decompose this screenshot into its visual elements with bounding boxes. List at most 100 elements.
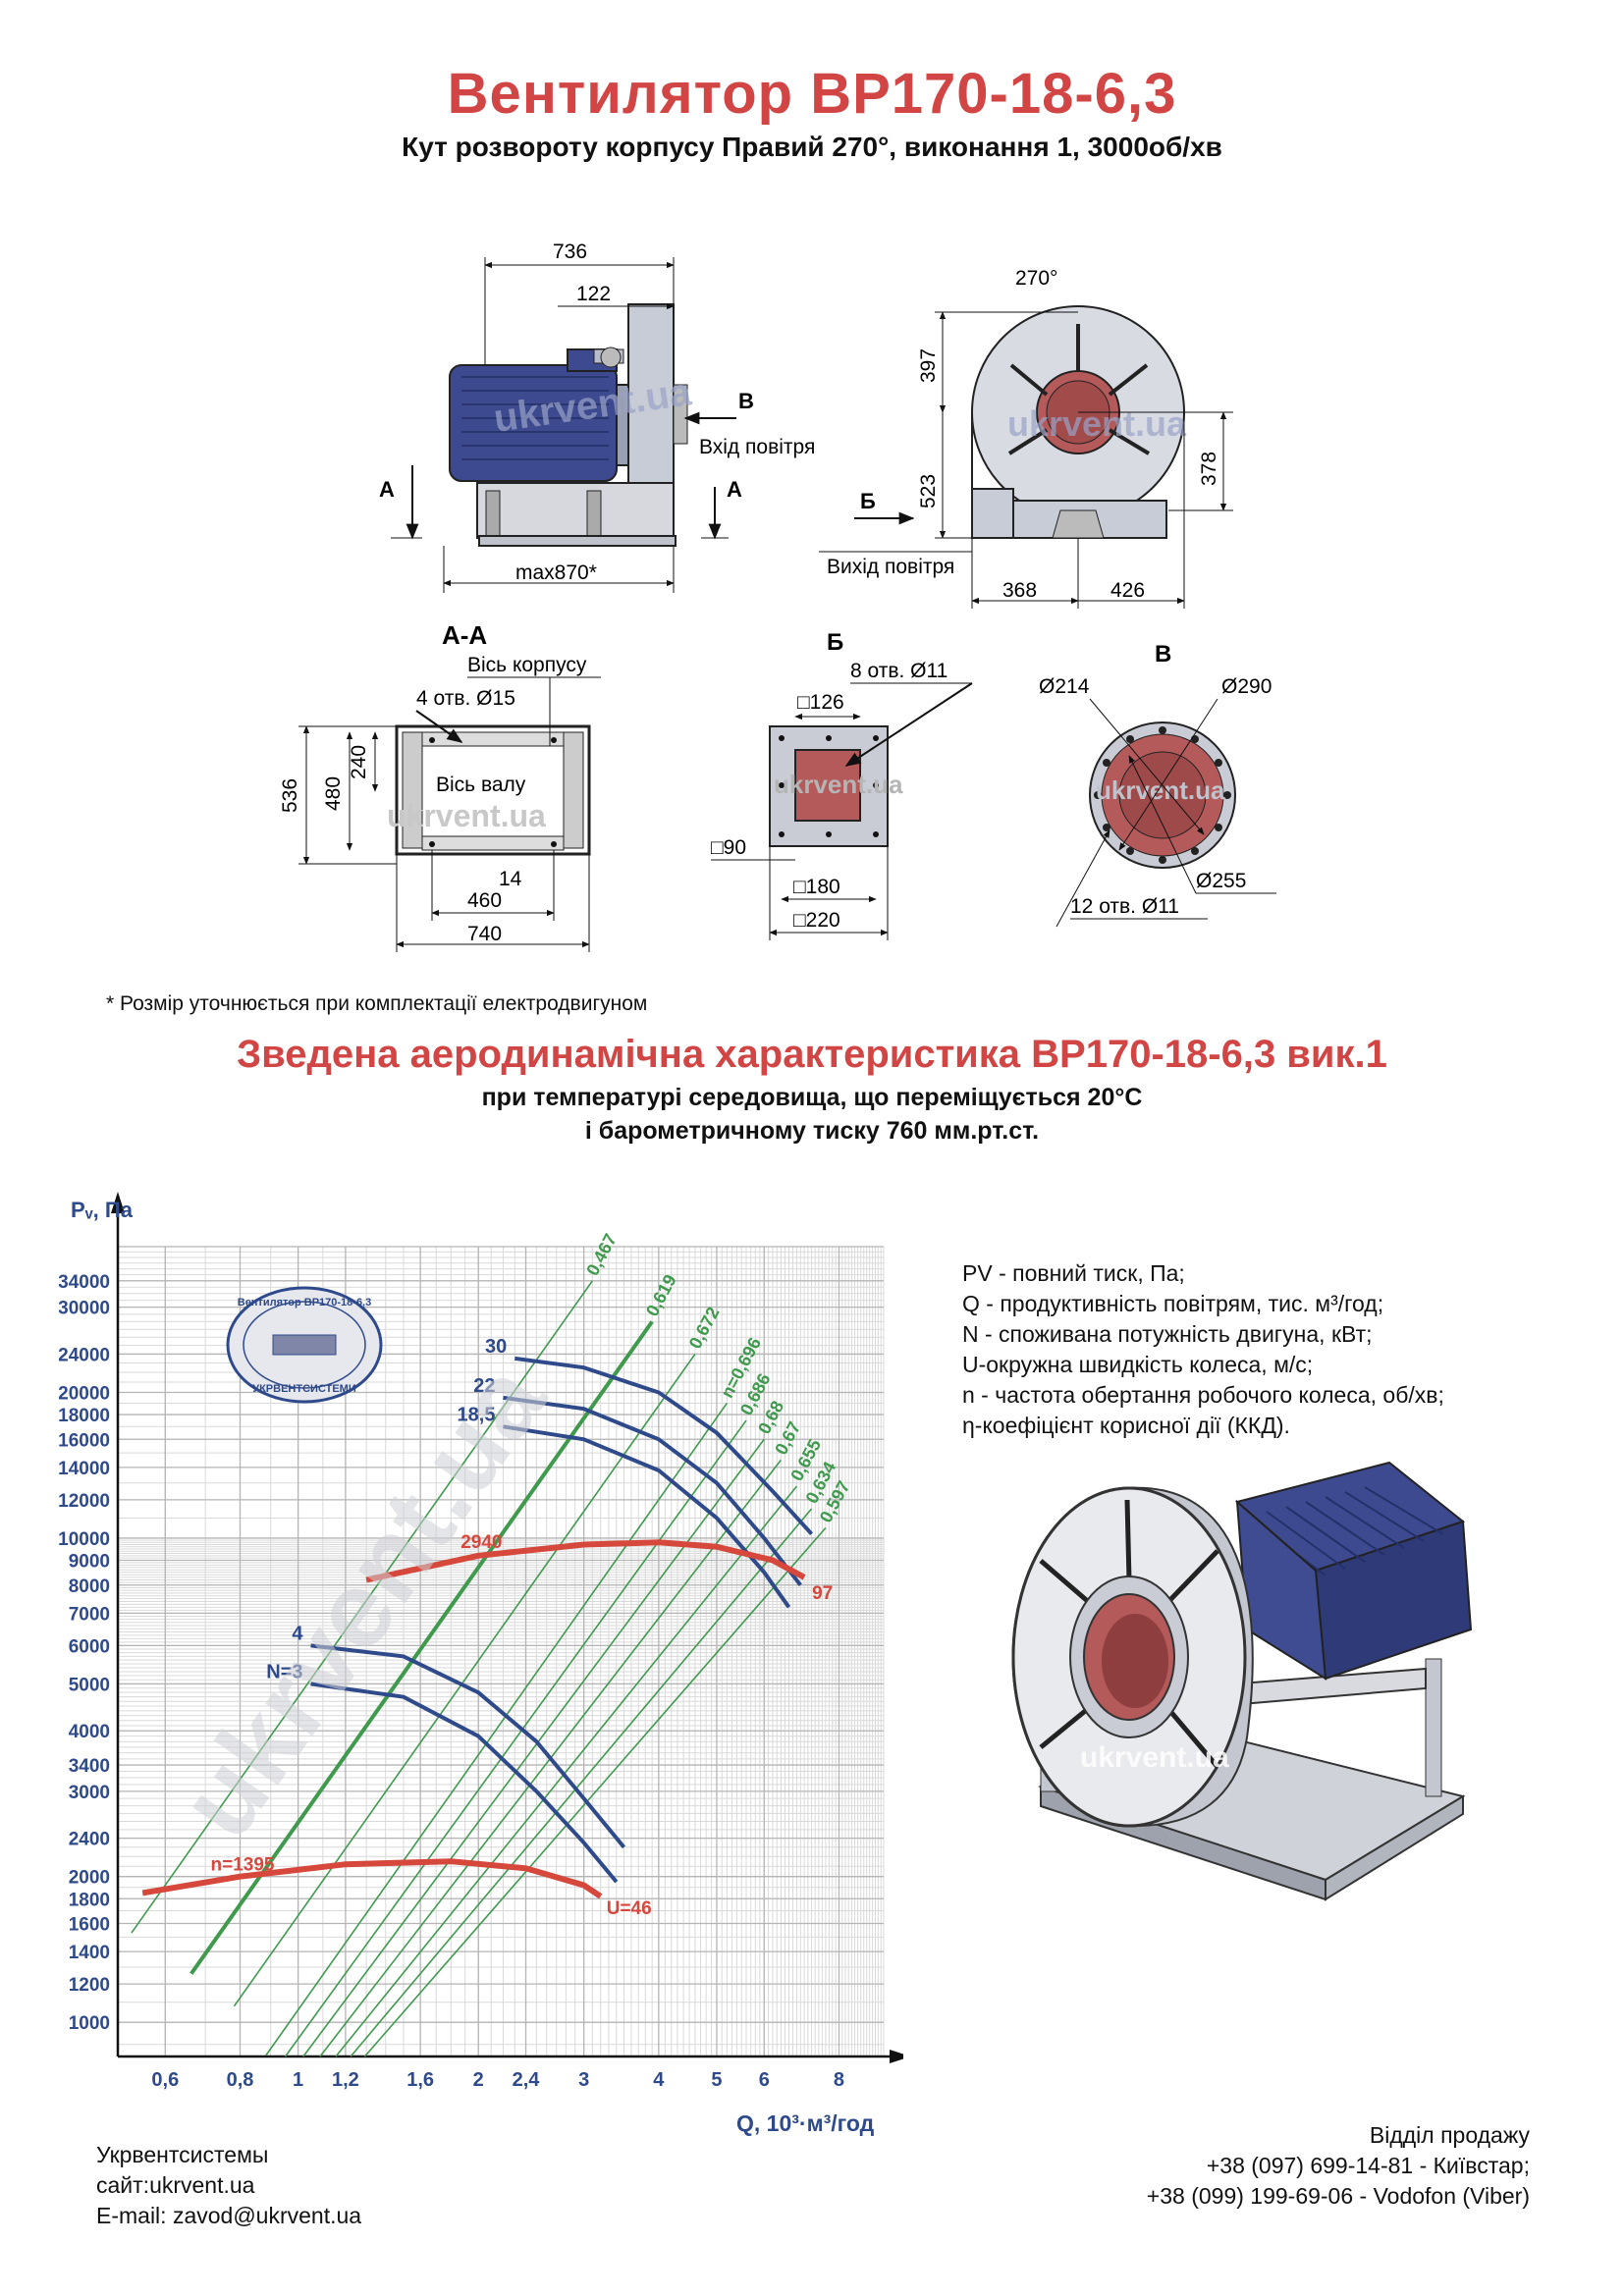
view-b-title: Б (827, 629, 843, 656)
pressure-curve (503, 1395, 802, 1587)
x-tick-label: 5 (711, 2069, 722, 2091)
speed-end-label: U=46 (607, 1898, 652, 1919)
footnote: * Розмір уточнюється при комплектації ел… (106, 992, 648, 1015)
pressure-curve-label: 22 (473, 1375, 495, 1397)
angle-label: 270° (1015, 267, 1057, 290)
watermark: ukrvent.ua (1007, 403, 1187, 444)
efficiency-line (131, 1280, 593, 1934)
watermark: ukrvent.ua (1080, 1741, 1229, 1774)
dim-397: 397 (917, 348, 940, 383)
pressure-curve (514, 1356, 814, 1536)
dim-180: □180 (793, 876, 840, 898)
legend-item: n - частота обертання робочого колеса, о… (962, 1382, 1444, 1408)
dim-480: 480 (322, 776, 345, 811)
view-b-outlet: Б ukrvent.ua 8 отв. Ø11 □126 □90 □180 □2… (711, 629, 973, 940)
efficiency-label: 0,619 (642, 1271, 680, 1319)
watermark: ukrvent.ua (156, 1342, 568, 1859)
company-stamp-inner (243, 1301, 366, 1389)
phone-kyivstar[interactable]: +38 (097) 699-14-81 - Київстар; (1206, 2153, 1530, 2178)
efficiency-label: 0,672 (685, 1304, 724, 1352)
x-tick-label: 8 (834, 2069, 844, 2091)
y-tick-label: 7000 (69, 1604, 110, 1625)
pressure-curve-label: 30 (485, 1336, 507, 1358)
email-link[interactable]: E-mail: zavod@ukrvent.ua (96, 2203, 362, 2228)
holes-v: 12 отв. Ø11 (1070, 895, 1179, 918)
pressure-curve (310, 1643, 626, 1849)
legend-item: U-окружна швидкість колеса, м/с; (962, 1352, 1314, 1377)
sales-title: Відділ продажу (1369, 2122, 1530, 2148)
dim-240: 240 (348, 745, 370, 779)
y-tick-label: 1000 (69, 2013, 110, 2034)
pressure-curve (503, 1424, 791, 1609)
watermark: ukrvent.ua (1096, 775, 1225, 805)
dim-max870: max870* (515, 561, 597, 584)
dim-214: Ø214 (1039, 675, 1090, 698)
holes-aa: 4 отв. Ø15 (416, 687, 515, 710)
speed-end-label: 97 (812, 1583, 833, 1604)
y-tick-label: 3400 (69, 1756, 110, 1777)
dim-255: Ø255 (1196, 870, 1246, 892)
y-tick-label: 14000 (59, 1459, 110, 1479)
x-tick-label: 6 (759, 2069, 770, 2091)
y-tick-label: 9000 (69, 1552, 110, 1573)
company-name: Укрвентсистемы (96, 2142, 269, 2167)
dim-378: 378 (1198, 452, 1220, 486)
y-tick-label: 10000 (59, 1529, 110, 1550)
legend-item: PV - повний тиск, Па; (962, 1260, 1185, 1286)
y-tick-label: 8000 (69, 1576, 110, 1597)
y-tick-label: 3000 (69, 1783, 110, 1803)
dim-220: □220 (793, 909, 840, 932)
dim-368: 368 (1002, 579, 1037, 602)
dim-90: □90 (711, 836, 746, 859)
efficiency-label: 0,467 (582, 1231, 621, 1279)
dim-290: Ø290 (1221, 675, 1272, 698)
dim-736: 736 (553, 240, 587, 263)
characteristic-line1: при температурі середовища, що переміщує… (481, 1084, 1143, 1111)
watermark: ukrvent.ua (387, 798, 546, 833)
legend-item: η-коефіцієнт корисної дії (ККД). (962, 1413, 1290, 1438)
x-tick-label: 0,8 (227, 2069, 254, 2091)
outlet-label: Вихід повітря (827, 556, 954, 578)
pressure-curve-label: 4 (292, 1623, 303, 1644)
y-tick-label: 24000 (59, 1345, 110, 1365)
dim-122: 122 (576, 283, 611, 305)
dim-536: 536 (279, 778, 301, 813)
holes-b: 8 отв. Ø11 (850, 660, 947, 682)
speed-curve-label: n=1395 (211, 1855, 275, 1876)
speed-curve (365, 1539, 806, 1583)
motor-render (1234, 1461, 1473, 1681)
y-tick-label: 16000 (59, 1430, 110, 1451)
y-tick-label: 6000 (69, 1636, 110, 1657)
legend-item: Q - продуктивність повітрям, тис. м³/год… (962, 1291, 1384, 1316)
inlet-label: Вхід повітря (699, 436, 815, 458)
phone-vodafone[interactable]: +38 (099) 199-69-06 - Vodofon (Viber) (1146, 2183, 1530, 2209)
x-tick-label: 3 (578, 2069, 589, 2091)
characteristic-line2: і барометричному тиску 760 мм.рт.ст. (584, 1117, 1040, 1145)
pressure-curve (310, 1682, 619, 1884)
y-tick-label: 34000 (59, 1272, 110, 1293)
y-axis-label: Pᵥ, Па (71, 1198, 134, 1222)
x-axis-arrow (890, 2050, 903, 2063)
housing-axis-label: Вісь корпусу (467, 654, 587, 676)
section-a-right: А (727, 477, 742, 502)
site-link[interactable]: сайт:ukrvent.ua (96, 2172, 255, 2198)
y-tick-label: 4000 (69, 1722, 110, 1742)
x-axis-label: Q, 10³·м³/год (736, 2110, 875, 2136)
y-tick-label: 1200 (69, 1975, 110, 1996)
sales-contacts: Відділ продажу +38 (097) 699-14-81 - Киї… (1147, 2120, 1530, 2212)
efficiency-line (189, 1320, 654, 1975)
x-tick-label: 2,4 (513, 2069, 541, 2091)
y-tick-label: 5000 (69, 1675, 110, 1695)
view-v-title: В (1155, 641, 1171, 667)
x-tick-label: 4 (653, 2069, 665, 2091)
y-tick-label: 2400 (69, 1830, 110, 1850)
x-tick-label: 1,6 (406, 2069, 434, 2091)
dim-14: 14 (499, 868, 522, 890)
legend-item: N - споживана потужність двигуна, кВт; (962, 1321, 1373, 1347)
x-tick-label: 1,2 (332, 2069, 359, 2091)
dim-523: 523 (917, 474, 940, 508)
dim-460: 460 (467, 889, 502, 912)
view-b-label: Б (860, 489, 876, 513)
view-v-label: В (738, 389, 754, 413)
